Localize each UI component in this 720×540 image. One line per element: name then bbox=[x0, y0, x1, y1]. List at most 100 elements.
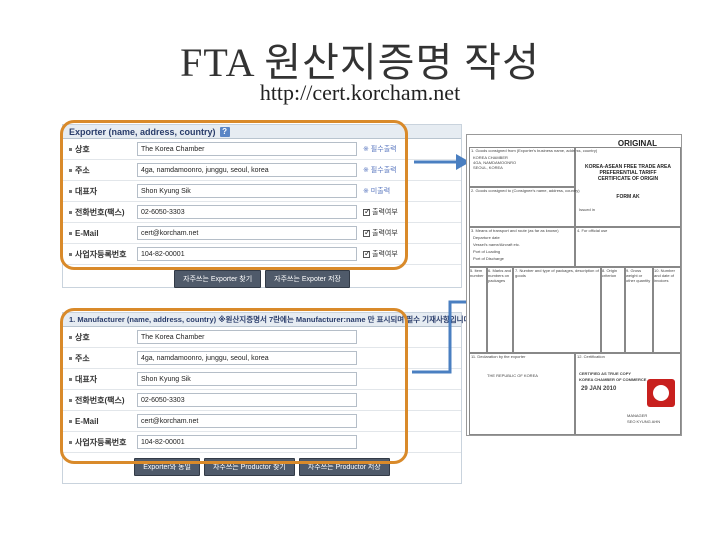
save-exporter-button[interactable]: 자주쓰는 Expoter 저장 bbox=[265, 270, 350, 288]
cert-box-9-label: 9. Gross weight or other quantity bbox=[626, 268, 651, 283]
cert-form-label: FORM AK bbox=[616, 194, 640, 200]
manufacturer-header-label: 1. Manufacturer (name, address, country)… bbox=[69, 315, 473, 324]
find-exporter-button[interactable]: 자주쓰는 Exporter 찾기 bbox=[174, 270, 262, 288]
exporter-label-email: E-Mail bbox=[63, 229, 137, 238]
arrow-to-box1 bbox=[414, 154, 470, 170]
certificate-original-label: ORIGINAL bbox=[617, 139, 657, 148]
manufacturer-row-bizno: 사업자등록번호 104-82-00001 bbox=[63, 432, 461, 453]
exporter-bizno-print-check[interactable]: 출력여부 bbox=[363, 249, 398, 259]
cert-stamp-line-2: KOREA CHAMBER OF COMMERCE bbox=[579, 377, 647, 382]
exporter-form: Exporter (name, address, country) ? 상호 T… bbox=[62, 124, 462, 288]
exporter-phone-input[interactable]: 02-6050-3303 bbox=[137, 205, 357, 219]
manufacturer-bizno-input[interactable]: 104-82-00001 bbox=[137, 435, 357, 449]
manufacturer-label-name: 상호 bbox=[63, 332, 137, 343]
cert-box-7-label: 7. Number and type of packages, descript… bbox=[515, 268, 599, 278]
exporter-address-note: ※ 필수출력 bbox=[363, 167, 397, 174]
cert-box-3-label: 3. Means of transport and route (as far … bbox=[471, 228, 559, 233]
manufacturer-address-input[interactable]: 4ga, namdamoonro, junggu, seoul, korea bbox=[137, 351, 357, 365]
exporter-row-bizno: 사업자등록번호 104-82-00001 출력여부 bbox=[63, 244, 461, 265]
cert-exporter-line-2: 4GA, NAMDAMOONRO bbox=[473, 160, 517, 165]
manufacturer-highlight bbox=[60, 308, 408, 464]
exporter-header-label: Exporter (name, address, country) bbox=[69, 126, 216, 137]
cert-box-4 bbox=[575, 227, 681, 267]
manufacturer-rep-input[interactable]: Shon Kyung Sik bbox=[137, 372, 357, 386]
cert-box-1-label: 1. Goods consigned from (Exporter's busi… bbox=[471, 148, 598, 153]
exporter-email-print-check[interactable]: 출력여부 bbox=[363, 228, 398, 238]
cert-exporter-line-1: KOREA CHAMBER bbox=[473, 155, 508, 160]
cert-box-12 bbox=[575, 353, 681, 435]
cert-box-3 bbox=[469, 227, 575, 267]
cert-box-12-label: 12. Certification bbox=[577, 354, 605, 359]
help-icon[interactable]: ? bbox=[219, 126, 230, 137]
manufacturer-email-input[interactable]: cert@korcham.net bbox=[137, 414, 357, 428]
exporter-label-name: 상호 bbox=[63, 144, 137, 155]
manufacturer-label-rep: 대표자 bbox=[63, 374, 137, 385]
exporter-header: Exporter (name, address, country) ? bbox=[63, 125, 461, 139]
exporter-name-input[interactable]: The Korea Chamber bbox=[137, 142, 357, 156]
cert-box-10-label: 10. Number and date of invoices bbox=[654, 268, 675, 283]
manufacturer-label-phone: 전화번호(팩스) bbox=[63, 395, 137, 406]
slide-title: FTA 원산지증명 작성 bbox=[180, 40, 540, 85]
cert-box-5-label: 5. Item number bbox=[470, 268, 484, 278]
cert-box-9 bbox=[625, 267, 653, 353]
cert-box-4-label: 4. For official use bbox=[577, 228, 608, 233]
exporter-label-bizno: 사업자등록번호 bbox=[63, 249, 137, 260]
cert-stamp-date: 29 JAN 2010 bbox=[581, 386, 617, 392]
manufacturer-phone-input[interactable]: 02-6050-3303 bbox=[137, 393, 357, 407]
cert-republic: THE REPUBLIC OF KOREA bbox=[487, 373, 538, 378]
manufacturer-row-name: 상호 The Korea Chamber bbox=[63, 327, 461, 348]
checkbox-icon[interactable] bbox=[363, 228, 371, 237]
cert-box-1 bbox=[469, 147, 575, 187]
manufacturer-label-bizno: 사업자등록번호 bbox=[63, 437, 137, 448]
manufacturer-label-email: E-Mail bbox=[63, 417, 137, 426]
manufacturer-header: 1. Manufacturer (name, address, country)… bbox=[63, 313, 473, 327]
cert-title-line-2: PREFERENTIAL TARIFF bbox=[599, 170, 657, 176]
seal-stamp-icon bbox=[647, 379, 675, 407]
cert-box-5 bbox=[469, 267, 487, 353]
exporter-bizno-input[interactable]: 104-82-00001 bbox=[137, 247, 357, 261]
manufacturer-row-email: E-Mail cert@korcham.net bbox=[63, 411, 461, 432]
cert-departure: Departure date bbox=[473, 235, 500, 240]
cert-box-2-label: 2. Goods consigned to (Consignee's name,… bbox=[471, 188, 580, 193]
manufacturer-row-rep: 대표자 Shon Kyung Sik bbox=[63, 369, 461, 390]
cert-box-10 bbox=[653, 267, 681, 353]
cert-stamp-line-1: CERTIFIED AS TRUE COPY bbox=[579, 371, 632, 376]
cert-title-line-3: CERTIFICATE OF ORIGIN bbox=[597, 176, 659, 182]
certificate-of-origin: ORIGINAL 1. Goods consigned from (Export… bbox=[466, 134, 682, 436]
exporter-row-email: E-Mail cert@korcham.net 출력여부 bbox=[63, 223, 461, 244]
exporter-row-name: 상호 The Korea Chamber ※ 필수출력 bbox=[63, 139, 461, 160]
cert-box-6-label: 6. Marks and numbers on packages bbox=[488, 268, 512, 283]
cert-box-8 bbox=[601, 267, 625, 353]
cert-box-11 bbox=[469, 353, 575, 435]
exporter-button-bar: 자주쓰는 Exporter 찾기 자주쓰는 Expoter 저장 bbox=[63, 265, 461, 293]
cert-title-area bbox=[575, 147, 681, 227]
exporter-label-address: 주소 bbox=[63, 165, 137, 176]
exporter-row-address: 주소 4ga, namdamoonro, junggu, seoul, kore… bbox=[63, 160, 461, 181]
exporter-address-input[interactable]: 4ga, namdamoonro, junggu, seoul, korea bbox=[137, 163, 357, 177]
exporter-name-note: ※ 필수출력 bbox=[363, 146, 397, 153]
cert-signer-2: SEO KYUNG AHN bbox=[627, 419, 661, 424]
manufacturer-row-phone: 전화번호(팩스) 02-6050-3303 bbox=[63, 390, 461, 411]
exporter-row-phone: 전화번호(팩스) 02-6050-3303 출력여부 bbox=[63, 202, 461, 223]
cert-box-8-label: 8. Origin criterion bbox=[602, 268, 618, 278]
exporter-rep-note: ※ 미출력 bbox=[363, 188, 391, 195]
manufacturer-label-address: 주소 bbox=[63, 353, 137, 364]
checkbox-icon[interactable] bbox=[363, 207, 371, 216]
manufacturer-name-input[interactable]: The Korea Chamber bbox=[137, 330, 357, 344]
exporter-row-rep: 대표자 Shon Kyung Sik ※ 미출력 bbox=[63, 181, 461, 202]
checkbox-icon[interactable] bbox=[363, 249, 371, 258]
exporter-rep-input[interactable]: Shon Kyung Sik bbox=[137, 184, 357, 198]
cert-port-loading: Port of Loading bbox=[473, 249, 501, 254]
cert-vessel: Vessel's name/Aircraft etc. bbox=[473, 242, 521, 247]
cert-exporter-line-3: SEOUL, KOREA bbox=[473, 165, 503, 170]
cert-box-7 bbox=[513, 267, 601, 353]
exporter-phone-print-check[interactable]: 출력여부 bbox=[363, 207, 398, 217]
cert-issued-in: Issued in bbox=[579, 207, 596, 212]
exporter-email-input[interactable]: cert@korcham.net bbox=[137, 226, 357, 240]
cert-box-6 bbox=[487, 267, 513, 353]
cert-box-11-label: 11. Declaration by the exporter bbox=[471, 354, 526, 359]
exporter-highlight bbox=[60, 120, 408, 270]
cert-box-2 bbox=[469, 187, 575, 227]
manufacturer-row-address: 주소 4ga, namdamoonro, junggu, seoul, kore… bbox=[63, 348, 461, 369]
exporter-label-rep: 대표자 bbox=[63, 186, 137, 197]
